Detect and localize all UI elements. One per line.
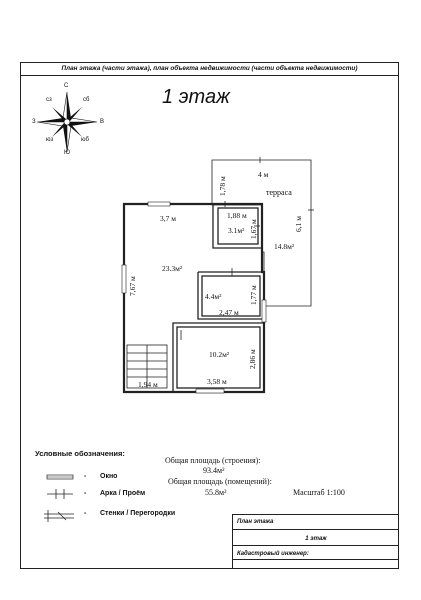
drawing-frame: План этажа (части этажа), план объекта н… [20, 62, 399, 569]
legend-dash-1: - [84, 473, 87, 480]
bath-width: 1,88 м [227, 211, 247, 220]
bath-height: 1,67 м [249, 219, 258, 239]
legend-label-walls: Стенки / Перегородки [100, 510, 176, 517]
scale-label: Масштаб 1:100 [293, 488, 345, 497]
stamp-row-engineer: Кадастровый инженер: [233, 548, 399, 560]
legend-label-window: Окно [100, 473, 118, 480]
title-block: План этажа 1 этаж Кадастровый инженер: [232, 514, 399, 569]
compass-s: Ю [64, 150, 71, 156]
stairs-width: 1,94 м [138, 380, 158, 389]
main-area: 23.3м² [162, 264, 183, 273]
compass-w: З [32, 119, 36, 125]
compass-sw: юз [46, 137, 54, 143]
floor-title: 1 этаж [162, 86, 230, 108]
room2-height: 1,77 м [249, 285, 258, 305]
total-rooms-label: Общая площадь (помещений): [168, 477, 272, 486]
legend-wall-symbol [44, 510, 74, 522]
terrace-right-dim: 6,1 м [294, 216, 303, 232]
interior-walls [172, 204, 264, 392]
compass-ne: сб [83, 97, 90, 103]
terrace-area: 14.8м² [274, 242, 295, 251]
terrace-width: 4 м [258, 170, 269, 179]
main-height: 7,67 м [128, 276, 137, 296]
exterior-walls [122, 202, 266, 394]
room2-width: 2,47 м [219, 308, 239, 317]
compass-nw: сз [46, 97, 52, 103]
compass-e: В [100, 119, 105, 125]
compass-n: С [64, 83, 69, 89]
legend-dash-2: - [84, 490, 87, 497]
stamp-row-floor: 1 этаж [233, 533, 399, 546]
compass-se: юб [81, 137, 89, 143]
stamp-row-plan: План этажа [233, 515, 399, 530]
room3-width: 3,58 м [207, 377, 227, 386]
bath-area: 3.1м² [228, 226, 245, 235]
arch-marks [180, 201, 260, 340]
total-rooms-value: 55.8м² [205, 488, 227, 497]
room2-area: 4.4м² [205, 292, 222, 301]
sheet-header: План этажа (части этажа), план объекта н… [21, 63, 398, 76]
legend-arch-symbol [47, 489, 73, 499]
legend-label-arch: Арка / Проём [100, 490, 146, 497]
terrace-label: терраса [266, 188, 292, 197]
legend-title: Условные обозначения: [35, 449, 125, 458]
windows [121, 201, 267, 394]
room3-height: 2,86 м [248, 349, 257, 369]
main-width: 3,7 м [160, 214, 176, 223]
legend-window-symbol [46, 474, 74, 480]
total-building-value: 93.4м² [203, 466, 225, 475]
total-building-label: Общая площадь (строения): [165, 456, 261, 465]
compass-rose-icon [36, 91, 98, 153]
room3-area: 10.2м² [209, 350, 230, 359]
terrace-left-dim: 1,78 м [218, 176, 227, 196]
stairs [126, 344, 168, 389]
legend-dash-3: - [84, 510, 87, 517]
